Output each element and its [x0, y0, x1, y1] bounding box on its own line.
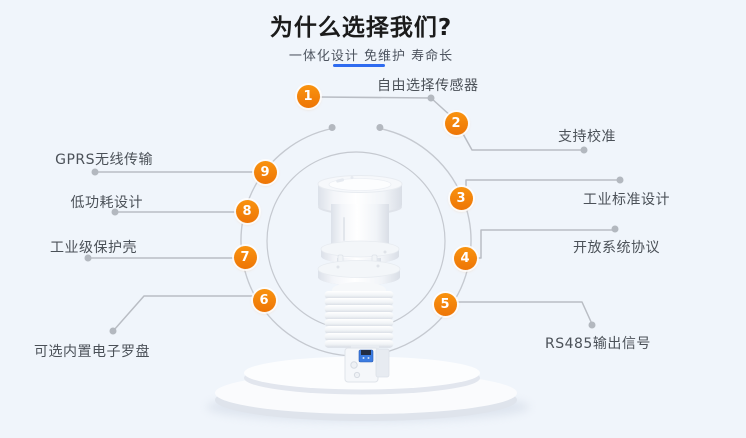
feature-label-9: GPRS无线传输 — [55, 152, 153, 168]
feature-badge-6: 6 — [252, 288, 276, 312]
title-underline — [333, 64, 385, 67]
connector-line-4 — [476, 229, 614, 259]
connector-dot-6 — [109, 327, 117, 335]
connector-line-5 — [456, 301, 593, 325]
feature-label-5: RS485输出信号 — [545, 336, 651, 352]
feature-badge-7: 7 — [233, 245, 257, 269]
connector-dot-1 — [427, 94, 435, 102]
ring-gap-dot-right — [376, 124, 384, 131]
page-subtitle: 一体化设计 免维护 寿命长 — [288, 49, 454, 64]
device-cable-connector — [358, 349, 374, 363]
feature-badge-4: 4 — [453, 246, 477, 270]
feature-label-7: 工业级保护壳 — [50, 240, 137, 256]
device-louver-stack — [324, 291, 394, 348]
ring-gap-dot-left — [328, 124, 336, 131]
feature-badge-2: 2 — [444, 111, 468, 135]
sensor-device-illustration — [317, 175, 403, 383]
feature-label-2: 支持校准 — [558, 129, 616, 145]
connector-dot-3 — [616, 176, 624, 184]
feature-label-3: 工业标准设计 — [583, 192, 670, 208]
feature-label-8: 低功耗设计 — [70, 195, 143, 211]
page-title: 为什么选择我们? — [269, 15, 453, 41]
connector-line-3 — [465, 179, 619, 187]
device-neck — [331, 204, 389, 253]
feature-badge-3: 3 — [449, 186, 473, 210]
feature-badge-1: 1 — [296, 84, 320, 108]
feature-label-1: 自由选择传感器 — [377, 78, 479, 94]
connector-dot-7 — [84, 254, 92, 262]
connector-dot-2 — [580, 146, 588, 154]
feature-badge-9: 9 — [253, 160, 277, 184]
connector-dot-5 — [588, 321, 596, 329]
connector-line-6 — [113, 295, 253, 331]
connector-dot-8 — [111, 208, 119, 216]
feature-label-6: 可选内置电子罗盘 — [34, 344, 150, 360]
connector-dots — [84, 94, 624, 335]
connector-line-2 — [461, 131, 583, 151]
connector-dot-4 — [611, 225, 619, 233]
device-bracket — [344, 345, 390, 383]
connector-dot-9 — [91, 168, 99, 176]
device-flange-lower — [317, 260, 401, 286]
feature-label-4: 开放系统协议 — [573, 240, 660, 256]
feature-badge-5: 5 — [433, 292, 457, 316]
feature-badge-8: 8 — [235, 199, 259, 223]
